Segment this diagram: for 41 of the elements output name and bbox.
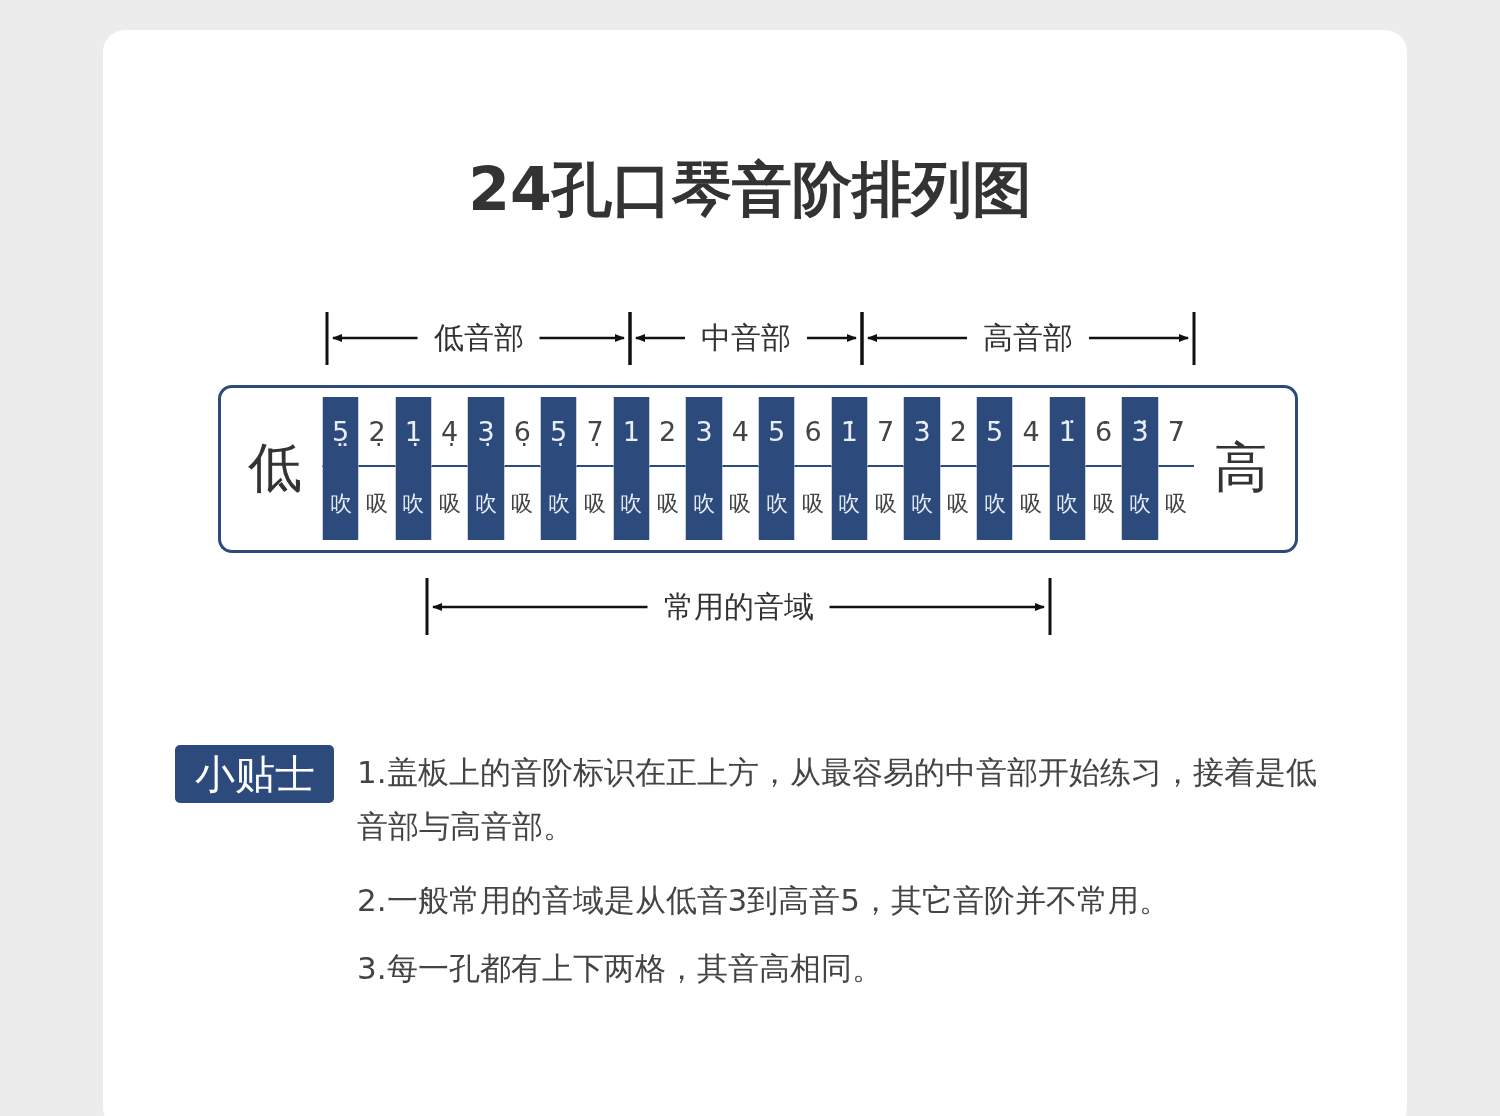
note-cell: 7̣	[576, 397, 613, 467]
note-cell: 5	[758, 397, 795, 467]
breath-cell: 吹	[612, 467, 649, 540]
breath-cell: 吹	[322, 467, 359, 540]
breath-cell: 吹	[830, 467, 867, 540]
breath-cell: 吹	[540, 467, 577, 540]
note-cell: 4̣	[431, 397, 468, 467]
note-cell: 7̇	[1157, 397, 1194, 467]
breath-cell: 吹	[394, 467, 431, 540]
title-text: 24孔口琴音阶排列图	[467, 153, 1033, 226]
note-cell: 3	[685, 397, 722, 467]
tip-text: 3.每一孔都有上下两格，其音高相同。	[357, 949, 884, 988]
note-cell: 6	[794, 397, 831, 467]
breath-cell: 吹	[903, 467, 940, 540]
note-cell: 6̣	[503, 397, 540, 467]
tip-badge: 小贴士	[175, 745, 334, 803]
note-cell: 6̇	[1085, 397, 1122, 467]
note-cell: 1̣	[394, 397, 431, 467]
note-cell: 2	[649, 397, 686, 467]
breath-cell: 吹	[685, 467, 722, 540]
note-cell: 1	[612, 397, 649, 467]
note-cell: 3̣	[467, 397, 504, 467]
note-cell: 4	[721, 397, 758, 467]
note-cell: 2̇	[939, 397, 976, 467]
note-cell: 7	[867, 397, 904, 467]
breath-cell: 吹	[976, 467, 1013, 540]
note-cell: 4̇	[1012, 397, 1049, 467]
note-cell: 1̈	[1048, 397, 1085, 467]
tip-text: 1.盖板上的音阶标识在正上方，从最容易的中音部开始练习，接着是低音部与高音部。	[357, 753, 1318, 846]
note-cell: 5̣	[540, 397, 577, 467]
note-cell: 5̇	[976, 397, 1013, 467]
breath-cell: 吹	[1048, 467, 1085, 540]
breath-cell: 吹	[467, 467, 504, 540]
note-cell: 3̈	[1121, 397, 1158, 467]
note-cell: 5̤	[322, 397, 359, 467]
note-cell: 3̇	[903, 397, 940, 467]
tip-text: 2.一般常用的音域是从低音3到高音5，其它音阶并不常用。	[357, 881, 1172, 920]
note-cell: 1̇	[830, 397, 867, 467]
breath-cell: 吹	[1121, 467, 1158, 540]
note-cell: 2̣	[358, 397, 395, 467]
breath-cell: 吹	[758, 467, 795, 540]
